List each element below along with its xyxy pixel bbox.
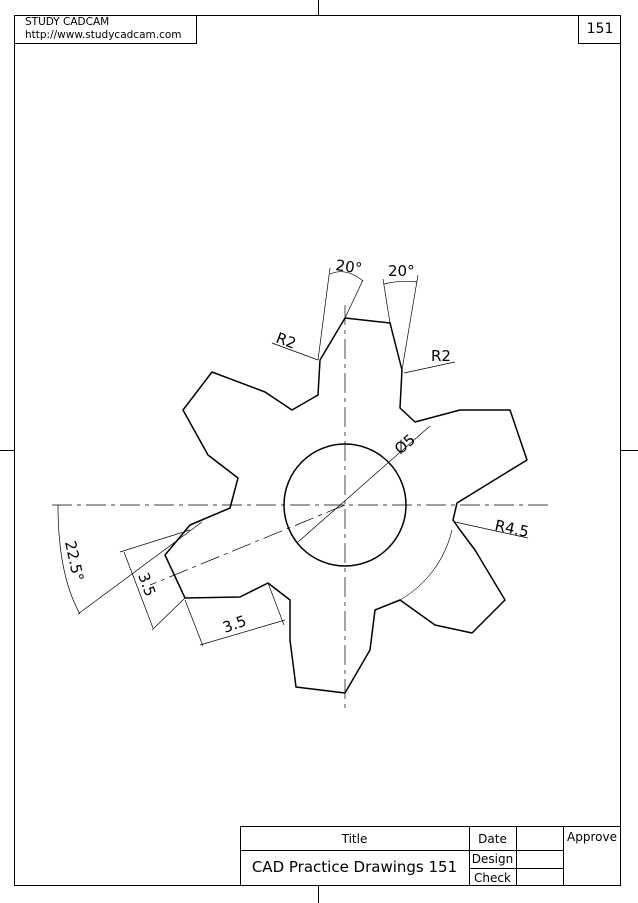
radius-left-leader	[271, 342, 319, 361]
angle-ext-right-a	[382, 278, 391, 324]
angle-arc-right	[383, 280, 418, 285]
diameter-leader	[297, 425, 431, 543]
radius-outer-label: R4.5	[493, 516, 530, 541]
check-label: Check	[474, 871, 511, 885]
angle-side-label: 22.5°	[61, 539, 87, 583]
hidden-arc	[399, 529, 453, 601]
header-box	[14, 15, 197, 44]
radius-right-leader	[403, 361, 456, 374]
length-a-ext-1	[119, 529, 191, 553]
company-name: STUDY CADCAM	[25, 16, 110, 28]
design-label: Design	[471, 852, 514, 866]
drawing-frame	[14, 15, 621, 886]
angled-center-line	[149, 504, 346, 586]
center-mark-bottom	[318, 886, 320, 903]
length-b-ext-2	[267, 582, 285, 626]
angle-left-label: 20°	[334, 256, 363, 278]
titleblock-divider-3	[563, 826, 564, 886]
center-mark-right	[621, 450, 638, 452]
gear-outline	[164, 317, 528, 694]
diameter-label: Ø5	[391, 431, 419, 459]
titleblock-divider-2	[516, 826, 517, 886]
length-a-ext-2	[151, 597, 186, 631]
center-mark-left	[0, 450, 14, 452]
hub-circle	[283, 443, 407, 567]
titleblock-row-1	[240, 850, 563, 851]
title-label: Title	[341, 832, 368, 846]
center-mark-top	[318, 0, 320, 15]
radius-right-label: R2	[431, 347, 451, 365]
angle-side-ext	[77, 521, 203, 615]
angle-ext-right-b	[401, 274, 419, 371]
length-a-label: 3.5	[134, 570, 159, 599]
angle-side-arc	[57, 504, 81, 615]
angle-ext-mid	[344, 279, 364, 319]
titleblock-row-2	[469, 868, 563, 869]
titleblock-top	[240, 826, 621, 828]
drawing-title: CAD Practice Drawings 151	[251, 858, 458, 876]
titleblock-left	[240, 826, 242, 886]
drawing-number: 151	[578, 15, 621, 44]
company-url: http://www.studycadcam.com	[25, 29, 182, 41]
date-label: Date	[478, 832, 507, 846]
angle-ext-left	[317, 267, 331, 361]
length-b-dim	[199, 619, 286, 646]
radius-outer-leader	[454, 521, 529, 539]
length-b-ext-1	[184, 599, 204, 647]
radius-left-label: R2	[274, 329, 299, 353]
approve-label: Approve	[567, 830, 617, 844]
titleblock-divider-1	[469, 826, 471, 886]
length-b-label: 3.5	[220, 612, 249, 637]
angle-right-label: 20°	[388, 262, 415, 280]
length-a-dim	[123, 551, 154, 629]
angle-arc-left	[329, 271, 364, 282]
